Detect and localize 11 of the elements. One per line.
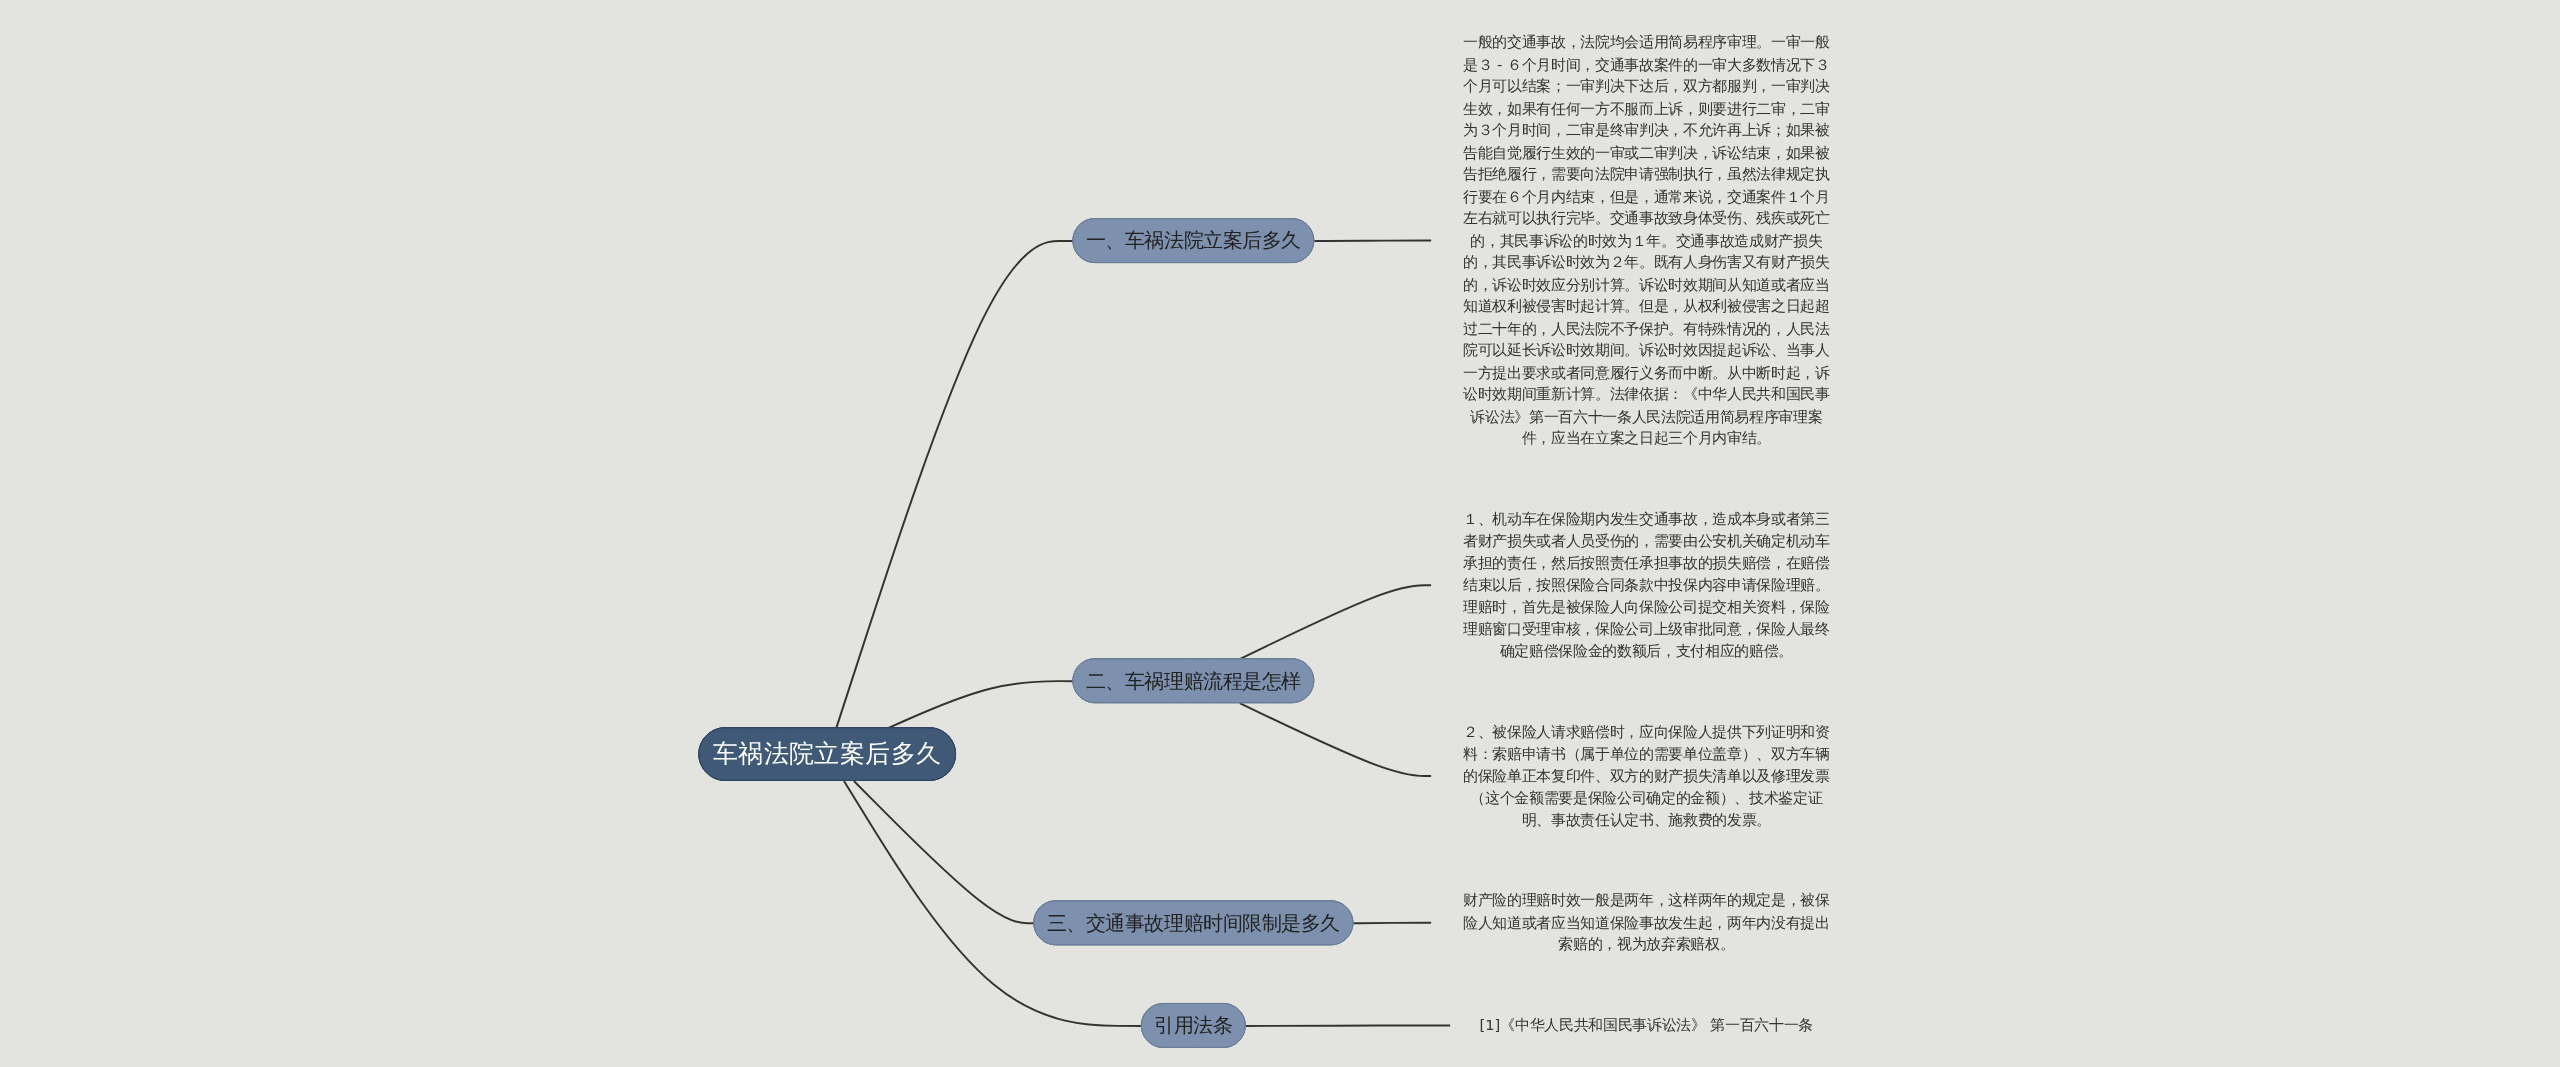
connector	[1244, 1024, 1451, 1027]
connector	[1352, 921, 1432, 924]
connector	[1313, 239, 1432, 242]
node-text: [1]《中华人民共和国民事诉讼法》 第一百六十一条	[1479, 1015, 1813, 1034]
node-text: ２、被保险人请求赔偿时，应向保险人提供下列证明和资料：索赔申请书（属于单位的需要单位盖章）、双方车辆的保险单正本复印件、双方的财产损失清单以及修理发票（这个金额需要是保险公司确定的金额）、技术鉴定证明、事故责任认定书、施救费的发票。	[1462, 722, 1830, 829]
connector	[1238, 701, 1432, 777]
connector	[842, 779, 1143, 1027]
node-text: 财产险的理赔时效一般是两年，这样两年的规定是，被保险人知道或者应当知道保险事故发生起，两年内没有提出索赔的，视为放弃索赔权。	[1462, 891, 1830, 953]
node-text: 一般的交通事故，法院均会适用简易程序审理。一审一般是３ - ６个月时间，交通事故案件的一审大多数情况下３个月可以结案；一审判决下达后，双方都服判，一审判决生效，如果有任何一方不服而上诉，则要进行二审，二审为３个月时间，二审是终审判决，不允许再上诉；如果被告能自觉履行生效的一审或二审判决，诉讼结束，如果被告拒绝履行，需要向法院申请强制执行，虽然法律规定执行要在６个月内结束，但是，通常来说，交通案件１个月左右就可以执行完毕。交通事故致身体受伤、残疾或死亡的，其民事诉讼的时效为１年。交通事故造成财产损失的，其民事诉讼时效为２年。既有人身伤害又有财产损失的，诉讼时效应分别计算。诉讼时效期间从知道或者应当知道权利被侵害时起计算。但是，从权利被侵害之日起超过二十年的，人民法院不予保护。有特殊情况的，人民法院可以延长诉讼时效期间。诉讼时效因提起诉讼、当事人一方提出要求或者同意履行义务而中断。从中断时起，诉讼时效期间重新计算。法律依据：《中华人民共和国民事诉讼法》第一百六十一条人民法院适用简易程序审理案件，应当在立案之日起三个月内审结。	[1462, 32, 1830, 447]
connector	[835, 239, 1075, 729]
node-text: １、机动车在保险期内发生交通事故，造成本身或者第三者财产损失或者人员受伤的，需要由公安机关确定机动车承担的责任，然后按照责任承担事故的损失赔偿，在赔偿结束以后，按照保险合同条款中投保内容申请保险理赔。理赔时，首先是被保险人向保险公司提交相关资料，保险理赔窗口受理审核，保险公司上级审批同意，保险人最终确定赔偿保险金的数额后，支付相应的赔偿。	[1462, 509, 1830, 660]
